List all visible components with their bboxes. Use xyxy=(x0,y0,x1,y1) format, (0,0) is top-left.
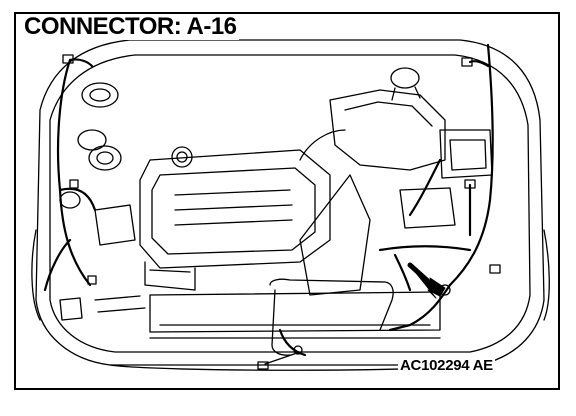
left-components xyxy=(59,82,146,321)
figure-code: AC102294 AE xyxy=(398,357,495,374)
arrow-pointer-icon xyxy=(407,262,446,299)
connector-title: CONNECTOR: A-16 xyxy=(22,13,239,40)
wiring-harness xyxy=(43,43,494,357)
battery xyxy=(399,129,493,229)
car-body-outline xyxy=(31,39,550,371)
air-cleaner xyxy=(299,67,446,296)
radiator xyxy=(149,278,441,356)
harness-connectors xyxy=(62,54,501,370)
engine-block xyxy=(139,146,331,291)
